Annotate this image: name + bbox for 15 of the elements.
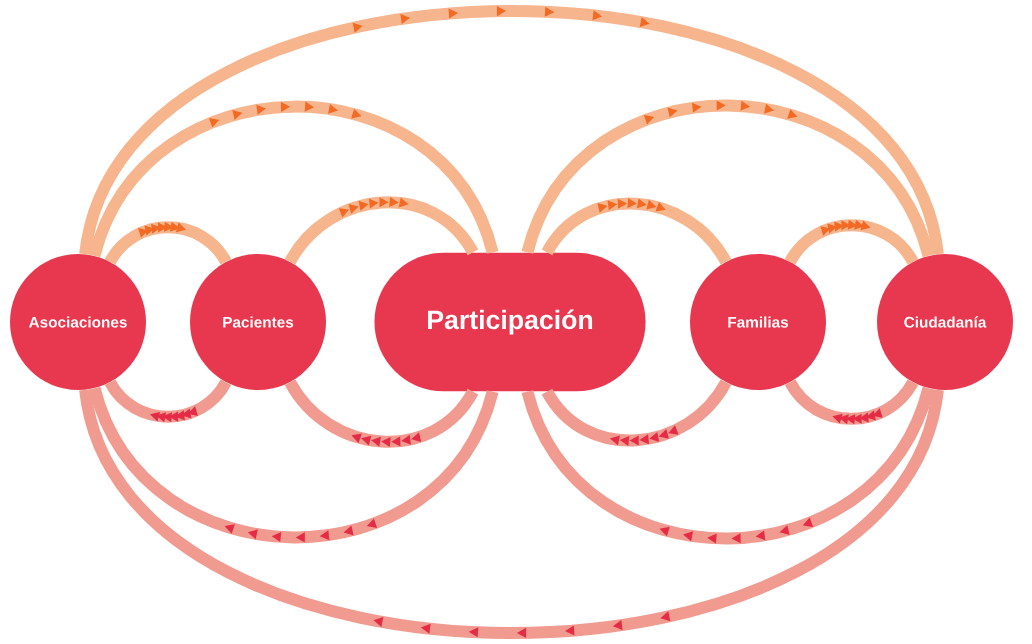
arrow-arc bbox=[542, 197, 731, 265]
arrow-arc bbox=[105, 378, 231, 423]
arrow-arc bbox=[285, 196, 478, 265]
label-pill: Participación bbox=[374, 252, 646, 392]
arrow-arc bbox=[785, 379, 918, 425]
arrow-arc bbox=[79, 388, 944, 639]
arrow-arc bbox=[88, 386, 499, 544]
arrow-arc bbox=[88, 100, 499, 258]
arrow-arc bbox=[285, 379, 478, 448]
arrow-arc bbox=[542, 379, 731, 447]
arrow-arc bbox=[79, 5, 944, 256]
arrow-arc bbox=[105, 221, 231, 266]
arrow-arc bbox=[785, 219, 918, 266]
arrow-arc bbox=[521, 99, 935, 258]
arrow-arc bbox=[521, 386, 935, 545]
